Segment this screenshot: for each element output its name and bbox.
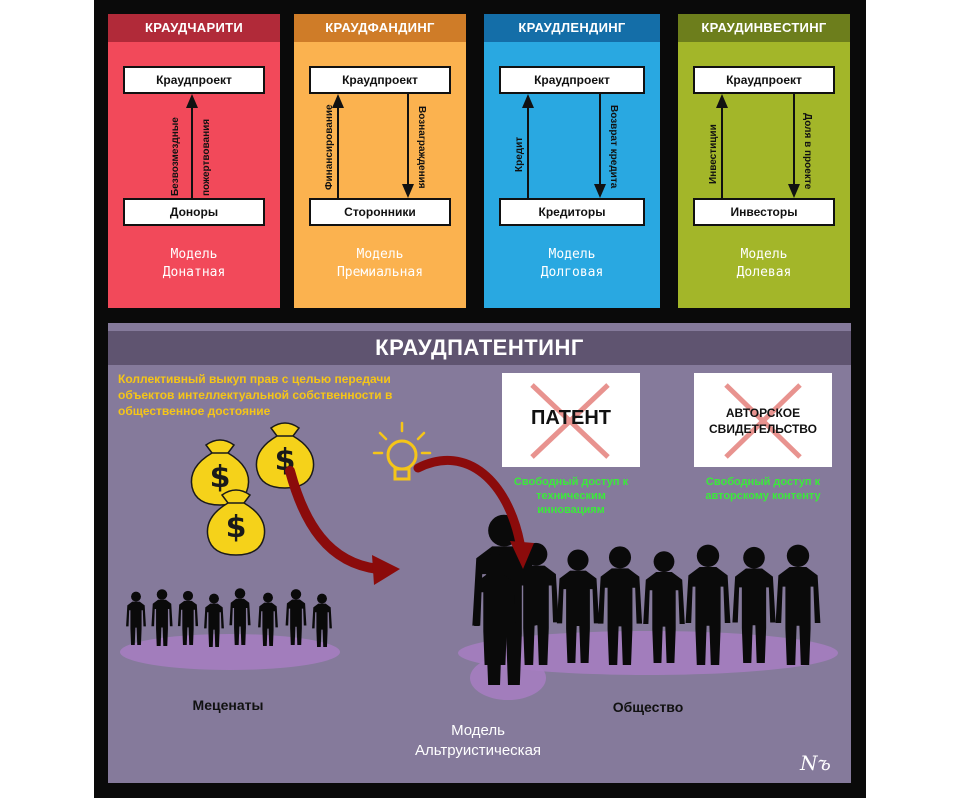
panel-crowdinvesting: КРАУДИНВЕСТИНГ Краудпроект Инвесторы Инв…	[678, 14, 850, 308]
svg-text:$: $	[226, 510, 247, 545]
certificate-card: АВТОРСКОЕ СВИДЕТЕЛЬСТВО	[694, 373, 832, 467]
model-line1: Модель	[108, 246, 280, 264]
arrow-up-icon	[186, 94, 198, 108]
model-line1: Модель	[294, 246, 466, 264]
flow-label-right: пожертвования	[201, 126, 212, 196]
arrow-down-icon	[402, 184, 414, 198]
patent-card-text: ПАТЕНТ	[502, 407, 640, 430]
crowdproject-box: Краудпроект	[123, 66, 265, 94]
model-caption: Модель Донатная	[108, 246, 280, 282]
svg-text:$: $	[210, 460, 231, 495]
panel-crowdcharity: КРАУДЧАРИТИ Краудпроект Доноры Безвозмез…	[108, 14, 280, 308]
model-line2: Донатная	[108, 264, 280, 282]
model-line2: Альтруистическая	[378, 741, 578, 761]
model-line2: Долевая	[678, 264, 850, 282]
flow-label-left: Инвестиции	[708, 114, 719, 194]
arrow-down-icon	[594, 184, 606, 198]
patent-caption: Свободный доступ к техническим инновация…	[504, 475, 638, 517]
model-line2: Долговая	[484, 264, 660, 282]
model-line1: Модель	[678, 246, 850, 264]
model-caption: Модель Долевая	[678, 246, 850, 282]
crowdpatenting-section: $ $ $	[108, 323, 851, 783]
crowdproject-box: Краудпроект	[693, 66, 835, 94]
patent-card: ПАТЕНТ	[502, 373, 640, 467]
certificate-card-text: АВТОРСКОЕ СВИДЕТЕЛЬСТВО	[694, 405, 832, 437]
creditors-box: Кредиторы	[499, 198, 645, 226]
crowdproject-box: Краудпроект	[309, 66, 451, 94]
flow-label-right: Возврат кредита	[608, 98, 619, 196]
society-label: Общество	[588, 699, 708, 715]
flow-label-left: Финансирование	[324, 98, 335, 196]
patrons-platform	[120, 634, 340, 670]
patrons-label: Меценаты	[168, 697, 288, 713]
model-line1: Модель	[378, 721, 578, 741]
signature: Nъ	[800, 751, 831, 775]
model-line2: Премиальная	[294, 264, 466, 282]
section-title: КРАУДПАТЕНТИНГ	[108, 331, 851, 365]
investors-box: Инвесторы	[693, 198, 835, 226]
crowdproject-box: Краудпроект	[499, 66, 645, 94]
arrow-up-icon	[522, 94, 534, 108]
description-text: Коллективный выкуп прав с целью передачи…	[118, 371, 434, 419]
supporters-box: Сторонники	[309, 198, 451, 226]
certificate-caption: Свободный доступ к авторскому контенту	[694, 475, 832, 503]
panel-crowdlending: КРАУДЛЕНДИНГ Краудпроект Кредиторы Креди…	[484, 14, 660, 308]
flow-label-right: Вознаграждения	[416, 98, 427, 196]
arrow-up-icon	[716, 94, 728, 108]
model-caption: Модель Долговая	[484, 246, 660, 282]
model-caption: Модель Премиальная	[294, 246, 466, 282]
flow-label-left: Кредит	[514, 124, 525, 184]
model-line1: Модель	[484, 246, 660, 264]
flow-label-right: Доля в проекте	[802, 106, 813, 196]
model-caption: Модель Альтруистическая	[378, 721, 578, 761]
panel-crowdfunding: КРАУДФАНДИНГ Краудпроект Сторонники Фина…	[294, 14, 466, 308]
donors-box: Доноры	[123, 198, 265, 226]
arrow-down-icon	[788, 184, 800, 198]
flow-label-left: Безвозмездные	[170, 126, 181, 196]
